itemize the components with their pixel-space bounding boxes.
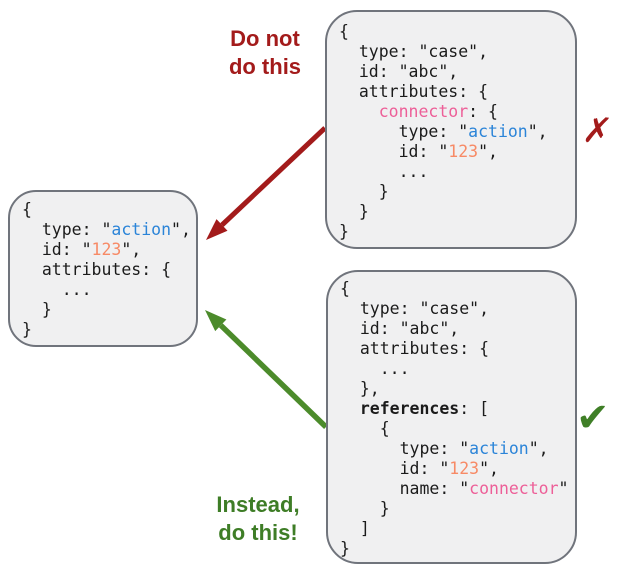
do-not-label: Do not do this	[228, 26, 302, 79]
do-not-arrow	[206, 126, 327, 240]
x-mark-icon: ✗	[580, 111, 615, 151]
target-action-object-box: { type: "action", id: "123", attributes:…	[8, 190, 198, 347]
references-array-code: { type: "case", id: "abc", attributes: {…	[340, 279, 569, 558]
embedded-connector-code: { type: "case", id: "abc", attributes: {…	[339, 22, 548, 241]
embedded-connector-box: { type: "case", id: "abc", attributes: {…	[325, 10, 577, 249]
check-mark-icon: ✔	[576, 395, 610, 441]
target-action-code: { type: "action", id: "123", attributes:…	[22, 200, 191, 339]
instead-arrow	[205, 310, 328, 429]
instead-label: Instead, do this!	[216, 492, 300, 545]
references-array-box: { type: "case", id: "abc", attributes: {…	[326, 270, 577, 564]
